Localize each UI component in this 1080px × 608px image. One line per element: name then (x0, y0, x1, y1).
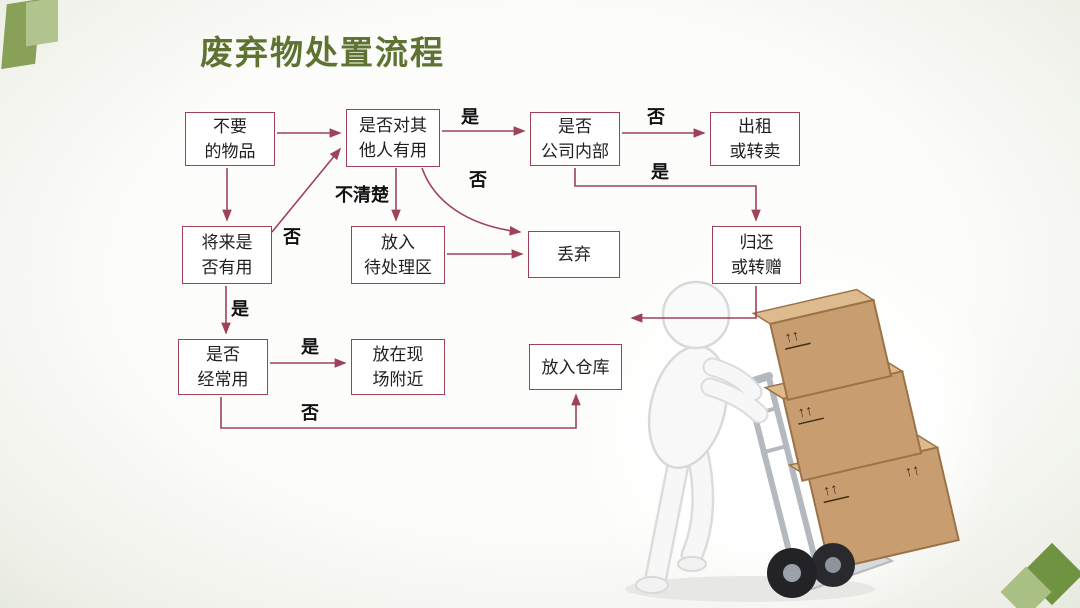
hand-truck-wheels (767, 543, 855, 598)
node-useful-in-future: 将来是 否有用 (182, 226, 272, 284)
fragile-arrows-icon: ↑↑ (783, 327, 801, 347)
edge-label-no-company-internal: 否 (647, 107, 665, 127)
cardboard-boxes: ↑↑ ↑↑ ↑↑ ↑↑ (751, 288, 960, 571)
node-frequently-used: 是否 经常用 (178, 339, 268, 395)
edge-label-unclear: 不清楚 (335, 185, 389, 205)
person-figure (635, 280, 731, 594)
fragile-arrows-icon: ↑↑ (903, 461, 921, 481)
edge-label-no-frequently-used: 否 (301, 403, 319, 423)
node-rent-or-resell: 出租 或转卖 (710, 112, 800, 166)
node-useful-to-others: 是否对其 他人有用 (346, 109, 440, 167)
illustration-hand-truck-figure: ↑↑ ↑↑ ↑↑ ↑↑ (625, 280, 960, 602)
node-keep-on-site: 放在现 场附近 (351, 339, 445, 395)
person-arms (700, 357, 769, 424)
node-unwanted-items: 不要 的物品 (185, 112, 275, 166)
edge-label-no-useful-in-future: 否 (283, 227, 301, 247)
edge-label-yes-useful-to-others: 是 (461, 107, 479, 127)
edge-label-yes-useful-in-future: 是 (231, 299, 249, 319)
edge-label-no-useful-to-others: 否 (469, 170, 487, 190)
edge-label-yes-company-internal: 是 (651, 162, 669, 182)
node-warehouse: 放入仓库 (529, 344, 622, 390)
fragile-arrows-icon: ↑↑ (796, 402, 814, 422)
node-discard: 丢弃 (528, 231, 620, 278)
edge-label-yes-frequently-used: 是 (301, 337, 319, 357)
corner-decoration-top-left-light (26, 0, 58, 47)
node-pending-area: 放入 待处理区 (351, 226, 445, 284)
fragile-arrows-icon: ↑↑ (821, 480, 839, 500)
node-company-internal: 是否 公司内部 (530, 112, 620, 166)
person-head (661, 280, 731, 350)
node-return-or-gift: 归还 或转赠 (712, 226, 801, 284)
slide-title: 废弃物处置流程 (200, 34, 445, 71)
